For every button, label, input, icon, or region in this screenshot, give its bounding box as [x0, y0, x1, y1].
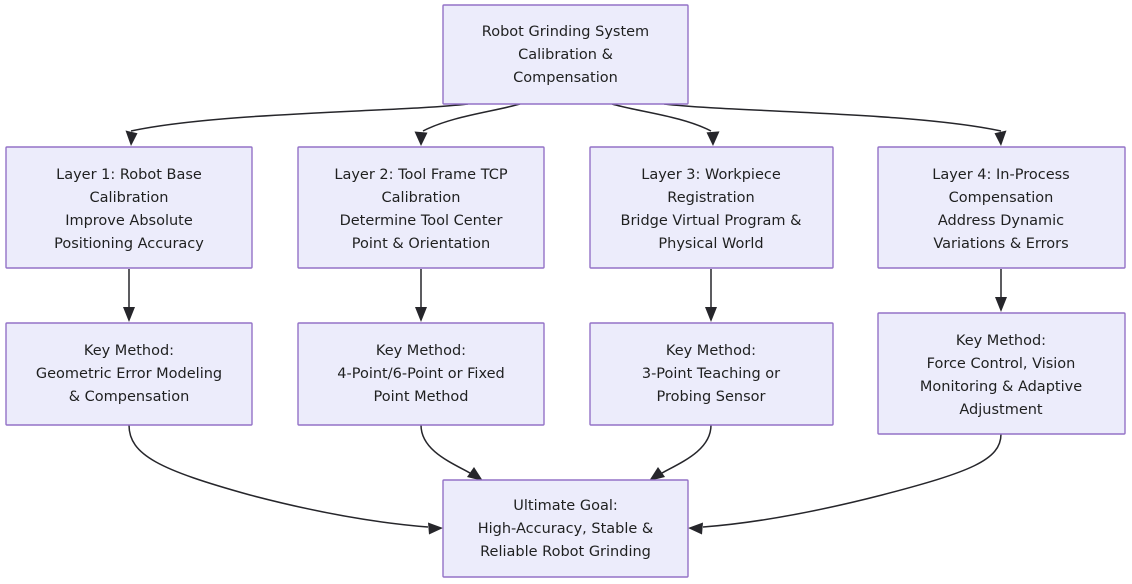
node-layer4-line-2: Address Dynamic: [938, 213, 1064, 229]
arrowhead-layer4-to-method4: [995, 297, 1007, 312]
node-goal-line-2: Reliable Robot Grinding: [480, 544, 651, 560]
node-goal-line-0: Ultimate Goal:: [513, 498, 618, 514]
edge-root-to-layer2: [422, 103, 521, 132]
edge-method4-to-goal: [702, 433, 1002, 528]
arrowhead-root-to-layer1: [125, 130, 138, 146]
node-method3-line-0: Key Method:: [666, 343, 756, 359]
node-method2[interactable]: Key Method: 4-Point/6-Point or Fixed Poi…: [297, 322, 545, 426]
node-layer2-box[interactable]: [297, 146, 545, 269]
node-root[interactable]: Robot Grinding System Calibration & Comp…: [442, 4, 689, 105]
node-layer1[interactable]: Layer 1: Robot Base Calibration Improve …: [5, 146, 253, 269]
edge-root-to-layer1: [130, 103, 469, 132]
node-method3-box[interactable]: [589, 322, 834, 426]
node-layer1-box[interactable]: [5, 146, 253, 269]
node-goal-line-1: High-Accuracy, Stable &: [478, 521, 654, 537]
node-method4-line-1: Force Control, Vision: [927, 356, 1076, 372]
arrowhead-method4-to-goal: [688, 522, 703, 535]
node-layer3-line-3: Physical World: [658, 236, 763, 252]
edge-method1-to-goal: [128, 424, 429, 528]
node-layer3[interactable]: Layer 3: Workpiece Registration Bridge V…: [589, 146, 834, 269]
arrowhead-root-to-layer3: [706, 131, 720, 146]
arrowhead-root-to-layer2: [414, 131, 428, 146]
arrowhead-root-to-layer4: [994, 130, 1007, 146]
node-layer4-line-3: Variations & Errors: [933, 236, 1068, 252]
arrowhead-method1-to-goal: [428, 522, 443, 535]
node-method3[interactable]: Key Method: 3-Point Teaching or Probing …: [589, 322, 834, 426]
node-method2-box[interactable]: [297, 322, 545, 426]
node-goal[interactable]: Ultimate Goal: High-Accuracy, Stable & R…: [442, 479, 689, 578]
node-layer4-line-1: Compensation: [949, 190, 1054, 206]
arrowhead-layer3-to-method3: [705, 307, 717, 322]
node-layer4-line-0: Layer 4: In-Process: [932, 167, 1069, 183]
edge-group-methods-to-goal: [128, 424, 1002, 535]
edge-root-to-layer3: [611, 103, 712, 132]
node-method4[interactable]: Key Method: Force Control, Vision Monito…: [877, 312, 1126, 435]
node-method2-line-0: Key Method:: [376, 343, 466, 359]
node-method4-line-2: Monitoring & Adaptive: [920, 379, 1082, 395]
node-root-box[interactable]: [442, 4, 689, 105]
node-layer3-line-2: Bridge Virtual Program &: [621, 213, 802, 229]
node-layer2-line-0: Layer 2: Tool Frame TCP: [334, 167, 507, 183]
node-root-line-0: Robot Grinding System: [482, 24, 649, 40]
node-method1-line-0: Key Method:: [84, 343, 174, 359]
node-layer4-box[interactable]: [877, 146, 1126, 269]
node-method4-line-3: Adjustment: [959, 402, 1043, 418]
node-method3-line-2: Probing Sensor: [657, 389, 766, 405]
arrowhead-layer1-to-method1: [123, 307, 135, 322]
node-method3-line-1: 3-Point Teaching or: [642, 366, 780, 382]
node-layer2-line-1: Calibration: [382, 190, 461, 206]
node-method4-box[interactable]: [877, 312, 1126, 435]
node-layer3-box[interactable]: [589, 146, 834, 269]
edge-group-layers-to-methods: [123, 269, 1007, 322]
node-layer3-line-0: Layer 3: Workpiece: [641, 167, 781, 183]
node-root-line-2: Compensation: [513, 70, 618, 86]
node-method1[interactable]: Key Method: Geometric Error Modeling & C…: [5, 322, 253, 426]
node-layer4[interactable]: Layer 4: In-Process Compensation Address…: [877, 146, 1126, 269]
node-layer2-line-3: Point & Orientation: [352, 236, 490, 252]
node-layer1-line-3: Positioning Accuracy: [54, 236, 204, 252]
edge-method3-to-goal: [661, 424, 712, 474]
node-method1-line-1: Geometric Error Modeling: [36, 366, 222, 382]
node-layer1-line-1: Calibration: [90, 190, 169, 206]
node-layer2-line-2: Determine Tool Center: [340, 213, 503, 229]
node-root-line-1: Calibration &: [518, 47, 613, 63]
node-layer1-line-2: Improve Absolute: [65, 213, 193, 229]
arrowhead-method2-to-goal: [467, 467, 483, 481]
node-layer1-line-0: Layer 1: Robot Base: [56, 167, 202, 183]
node-layer3-line-1: Registration: [667, 190, 754, 206]
node-method2-line-1: 4-Point/6-Point or Fixed: [337, 366, 504, 382]
edge-method2-to-goal: [420, 424, 471, 474]
arrowhead-method3-to-goal: [649, 467, 665, 481]
node-method1-line-2: & Compensation: [69, 389, 190, 405]
edge-root-to-layer4: [663, 103, 1002, 132]
node-method1-box[interactable]: [5, 322, 253, 426]
arrowhead-layer2-to-method2: [415, 307, 427, 322]
node-layer2[interactable]: Layer 2: Tool Frame TCP Calibration Dete…: [297, 146, 545, 269]
edge-group-root-to-layers: [125, 103, 1007, 146]
node-method4-line-0: Key Method:: [956, 333, 1046, 349]
node-method2-line-2: Point Method: [374, 389, 469, 405]
node-goal-box[interactable]: [442, 479, 689, 578]
